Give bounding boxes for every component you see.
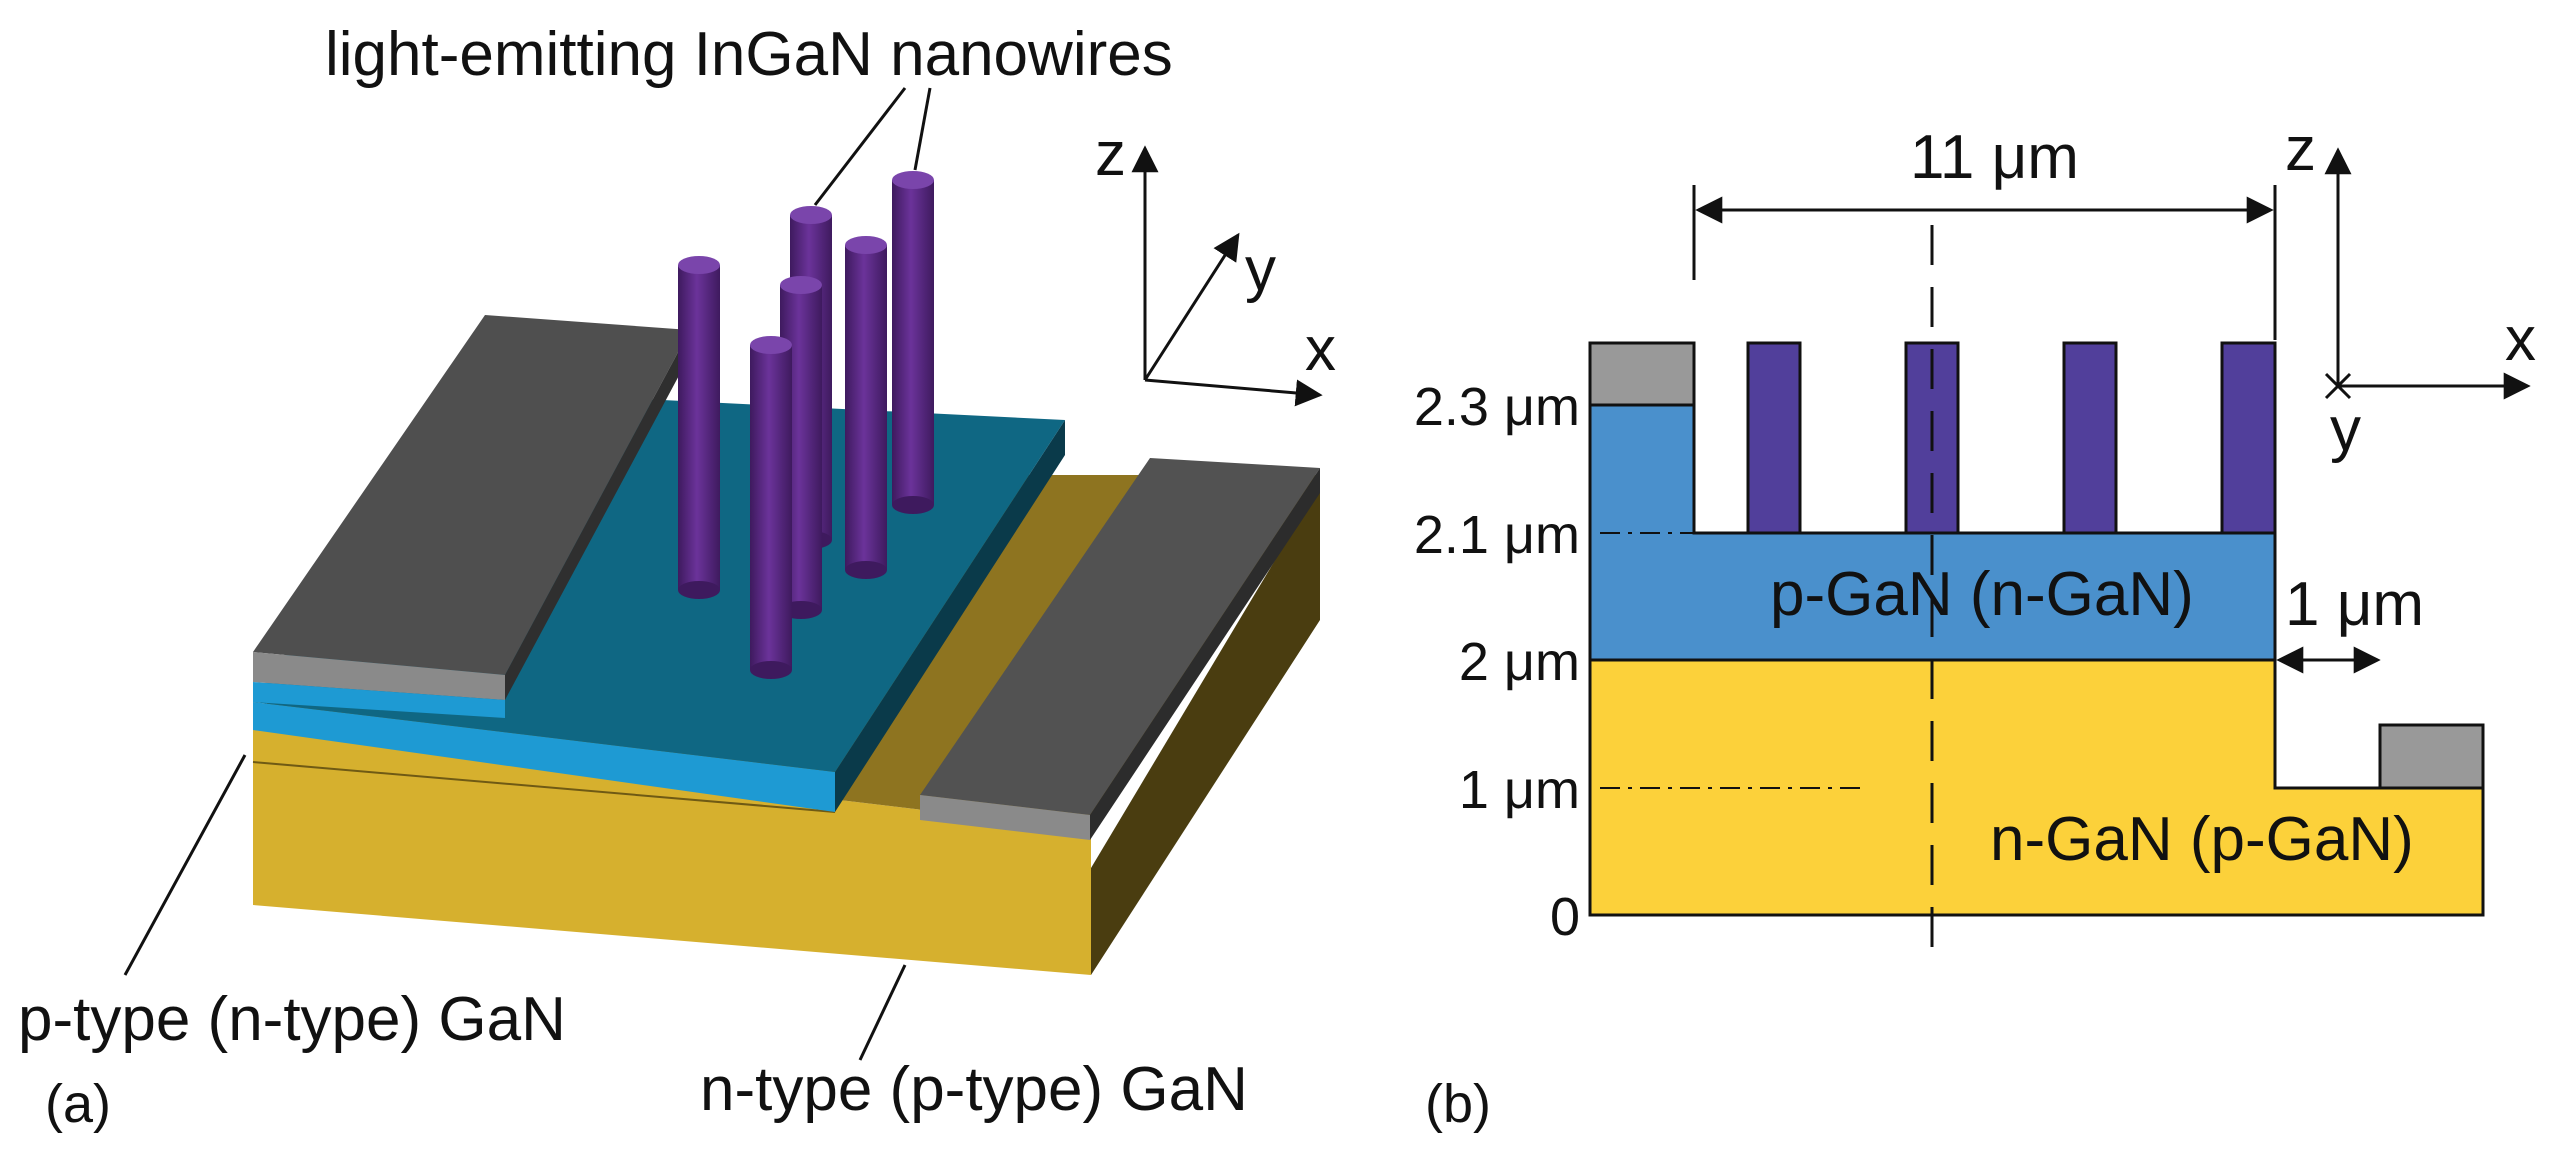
nanowire-profile [2220, 341, 2277, 535]
right-contact-top [920, 458, 1320, 815]
top-gan-side-face [835, 420, 1065, 812]
left-contact-profile [1588, 341, 1696, 407]
axis-y-label-2d: y [2330, 395, 2361, 464]
right-contact-front [920, 795, 1090, 840]
panel-a-label: (a) [45, 1074, 111, 1134]
y-axis-arrow [1143, 232, 1240, 381]
left-contact-front [253, 652, 505, 700]
axis-x-label: x [1305, 315, 1336, 384]
n-gan-region-label: n-GaN (p-GaN) [1990, 805, 2414, 874]
nanowires [678, 171, 934, 679]
left-contact-stripe [253, 682, 505, 718]
tick-label: 2.3 μm [1414, 377, 1580, 437]
left-contact-side [505, 330, 690, 700]
nanowire [750, 336, 792, 679]
tick-label: 2 μm [1459, 632, 1580, 692]
top-gan-front-face [253, 702, 835, 812]
panel-a: light-emitting InGaN nanowires p-type (n… [18, 20, 1336, 1134]
left-contact-top [253, 315, 690, 675]
top-layer-label: p-type (n-type) GaN [18, 985, 566, 1054]
nanowire-profile [2062, 341, 2118, 535]
right-contact-side [1090, 468, 1320, 840]
tick-label: 0 [1550, 887, 1580, 947]
nanowire [892, 171, 934, 514]
axis-x-label-2d: x [2505, 305, 2536, 374]
bottom-gan-edge [252, 761, 836, 813]
nanowire-profiles [1746, 341, 2277, 535]
step-dimension-label: 1 μm [2285, 570, 2424, 639]
axis-z-label: z [1095, 120, 1126, 189]
width-dimension-label: 11 μm [1910, 123, 2079, 192]
axes-2d [2324, 147, 2531, 400]
nanowire [678, 256, 720, 599]
tick-label: 1 μm [1459, 760, 1580, 820]
p-gan-region-label: p-GaN (n-GaN) [1770, 560, 2194, 629]
nanowire [845, 236, 887, 579]
bottom-gan-side-face [1091, 485, 1320, 975]
panel-b: 11 μm 1 μm p-GaN (n-GaN) n-GaN (p-GaN) 2… [1414, 115, 2536, 1134]
bottom-gan-front-face [253, 730, 1091, 975]
tick-label: 2.1 μm [1414, 505, 1580, 565]
axis-y-label: y [1245, 235, 1276, 304]
bottom-layer-label: n-type (p-type) GaN [700, 1055, 1248, 1124]
nanowire-profile [1746, 341, 1802, 535]
right-contact-profile [2378, 723, 2485, 790]
y-axis-cross-b [2324, 372, 2352, 400]
panel-b-label: (b) [1425, 1074, 1491, 1134]
leader-lines [123, 87, 932, 1061]
axis-z-label-2d: z [2285, 115, 2316, 184]
nanowire-label: light-emitting InGaN nanowires [325, 20, 1173, 89]
x-axis-arrow [1144, 378, 1323, 407]
axes-3d [1131, 145, 1323, 407]
